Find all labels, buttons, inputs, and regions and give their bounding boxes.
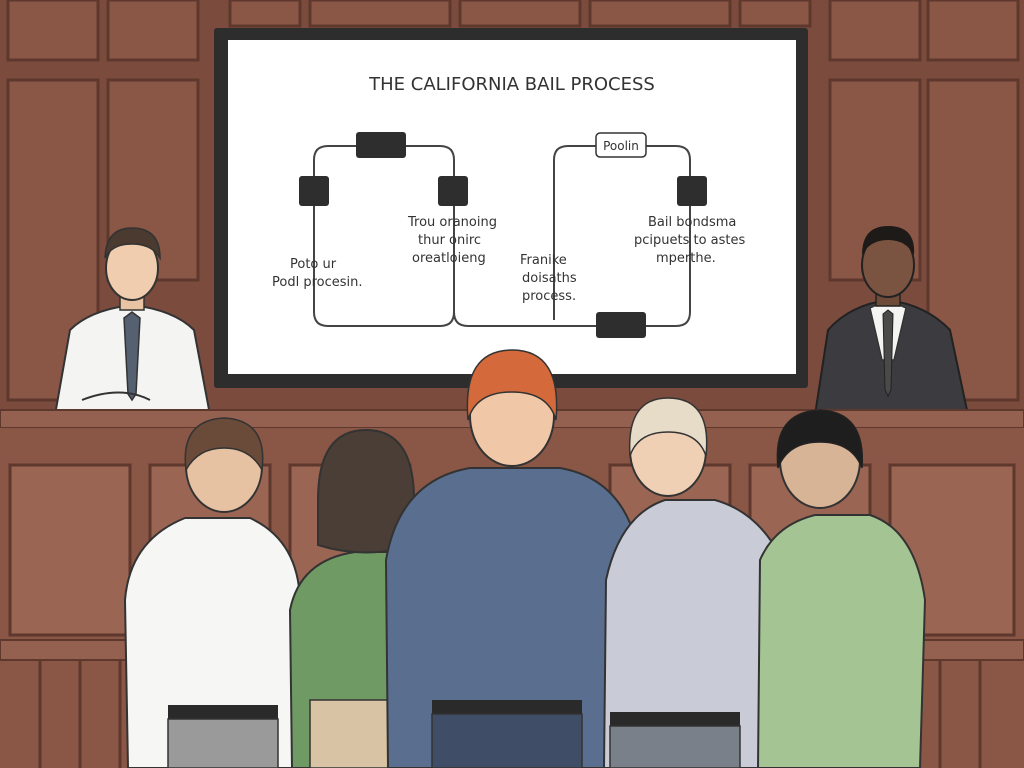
screen-title: THE CALIFORNIA BAIL PROCESS xyxy=(368,74,655,95)
flow-node-left xyxy=(299,176,329,206)
svg-text:thur onirc: thur onirc xyxy=(418,233,481,248)
svg-text:mperthe.: mperthe. xyxy=(656,251,716,266)
flow-node-top xyxy=(356,132,406,158)
audience-person-1 xyxy=(123,417,301,768)
flow-node-right xyxy=(677,176,707,206)
flow-label-box xyxy=(595,132,647,158)
presentation-screen: THE CALIFORNIA BAIL PROCESS Poolin Poto … xyxy=(214,28,808,388)
svg-text:Bail bondsma: Bail bondsma xyxy=(648,215,736,230)
flow-label-box-text: Poolin xyxy=(603,139,639,153)
screen-surface xyxy=(228,40,796,374)
left-official xyxy=(53,227,212,416)
svg-text:process.: process. xyxy=(522,289,576,304)
svg-text:Podl procesin.: Podl procesin. xyxy=(272,275,363,290)
flow-node-bottom xyxy=(596,312,646,338)
svg-text:doisaths: doisaths xyxy=(522,271,577,286)
wall-panels xyxy=(6,0,1020,402)
svg-text:pcipuets to astes: pcipuets to astes xyxy=(634,233,746,248)
svg-text:Trou oranoing: Trou oranoing xyxy=(407,215,497,230)
svg-text:Poto ur: Poto ur xyxy=(290,257,337,272)
audience-person-4 xyxy=(602,397,792,768)
right-official xyxy=(813,226,970,416)
flow-node-mid xyxy=(438,176,468,206)
audience-person-3 xyxy=(384,349,642,768)
svg-text:Franike: Franike xyxy=(520,253,567,268)
flowchart-labels: Poto ur Podl procesin. Trou oranoing thu… xyxy=(272,215,746,304)
svg-text:oreatloieng: oreatloieng xyxy=(412,251,486,266)
audience-person-5 xyxy=(756,409,927,768)
